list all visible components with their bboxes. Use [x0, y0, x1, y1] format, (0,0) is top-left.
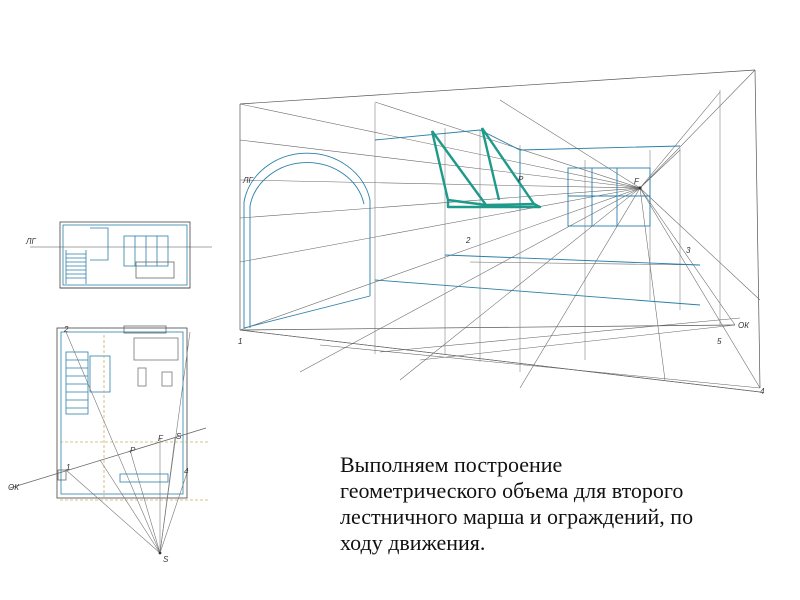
label-n2-perspective: 2: [465, 236, 471, 245]
label-f-plan: F: [158, 434, 164, 443]
label-ok-perspective: ОК: [738, 321, 750, 330]
elevation-view: [30, 221, 212, 289]
perspective-view: [239, 69, 761, 393]
label-n1-perspective: 1: [238, 337, 242, 346]
floor-plan-view: [9, 325, 210, 554]
point-markers: [158, 186, 642, 555]
label-n5-perspective: 5: [717, 337, 722, 346]
caption-line-3: лестничного марша и ограждений, по: [340, 504, 694, 529]
caption-line-4: ходу движения.: [340, 530, 486, 555]
label-n4-plan: 4: [184, 467, 189, 476]
label-p-perspective: P: [518, 175, 524, 184]
label-n4-perspective: 4: [760, 387, 765, 396]
caption-text: Выполняем построение геометрического объ…: [340, 452, 780, 556]
drawing-labels: ЛГ ЛГ ОК ОК F P P F S S 1 2 3 4 5 2 1 4: [8, 175, 765, 564]
label-lg-elevation: ЛГ: [25, 237, 36, 246]
label-lg-perspective: ЛГ: [242, 176, 253, 185]
caption-line-1: Выполняем построение: [340, 452, 563, 477]
label-p-plan: P: [130, 446, 136, 455]
label-s-plan-top: S: [176, 432, 182, 441]
label-f-vanishing: F: [634, 177, 640, 186]
label-ok-plan: ОК: [8, 483, 20, 492]
label-n1-plan: 1: [66, 463, 70, 472]
caption-line-2: геометрического объема для второго: [340, 478, 684, 503]
label-n2-plan: 2: [63, 325, 69, 334]
label-s-station: S: [163, 555, 169, 564]
label-n3-perspective: 3: [686, 246, 691, 255]
